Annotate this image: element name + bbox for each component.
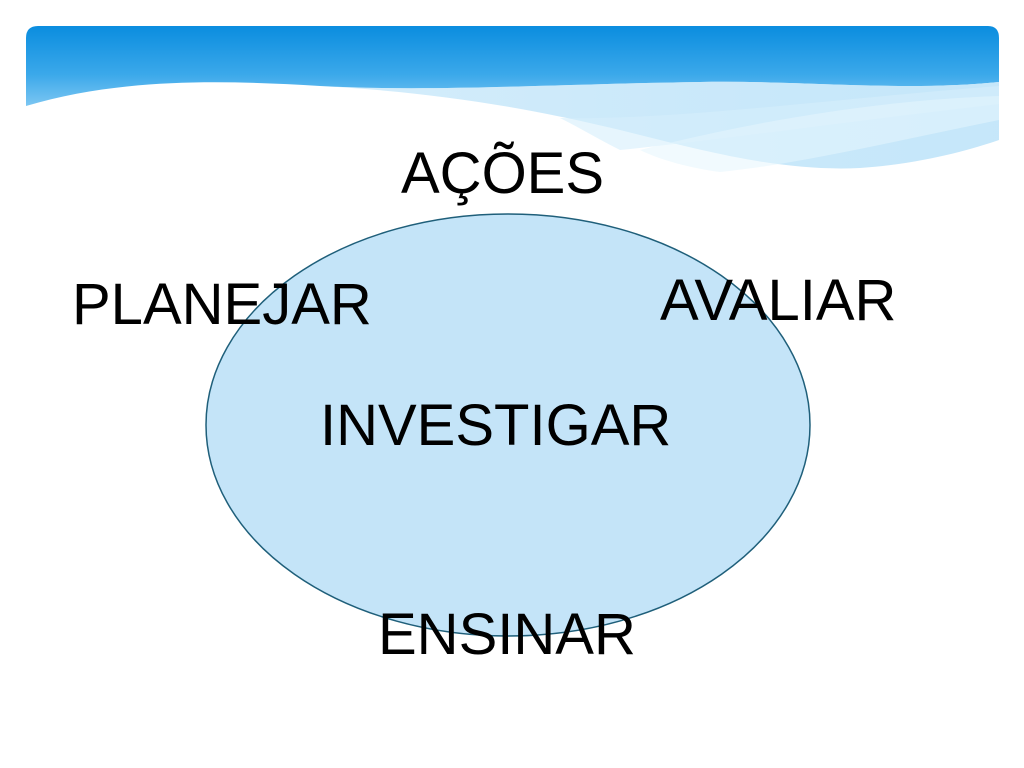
label-avaliar: AVALIAR [660, 268, 897, 333]
label-investigar: INVESTIGAR [320, 393, 672, 458]
header-wave-streak-2 [640, 96, 999, 172]
header-wave-banner [26, 26, 999, 172]
header-band [26, 26, 999, 106]
header-wave-streak [560, 86, 999, 150]
label-acoes: AÇÕES [401, 141, 605, 206]
cycle-ellipse [205, 213, 811, 637]
label-ensinar: ENSINAR [378, 602, 636, 667]
label-planejar: PLANEJAR [72, 272, 372, 337]
